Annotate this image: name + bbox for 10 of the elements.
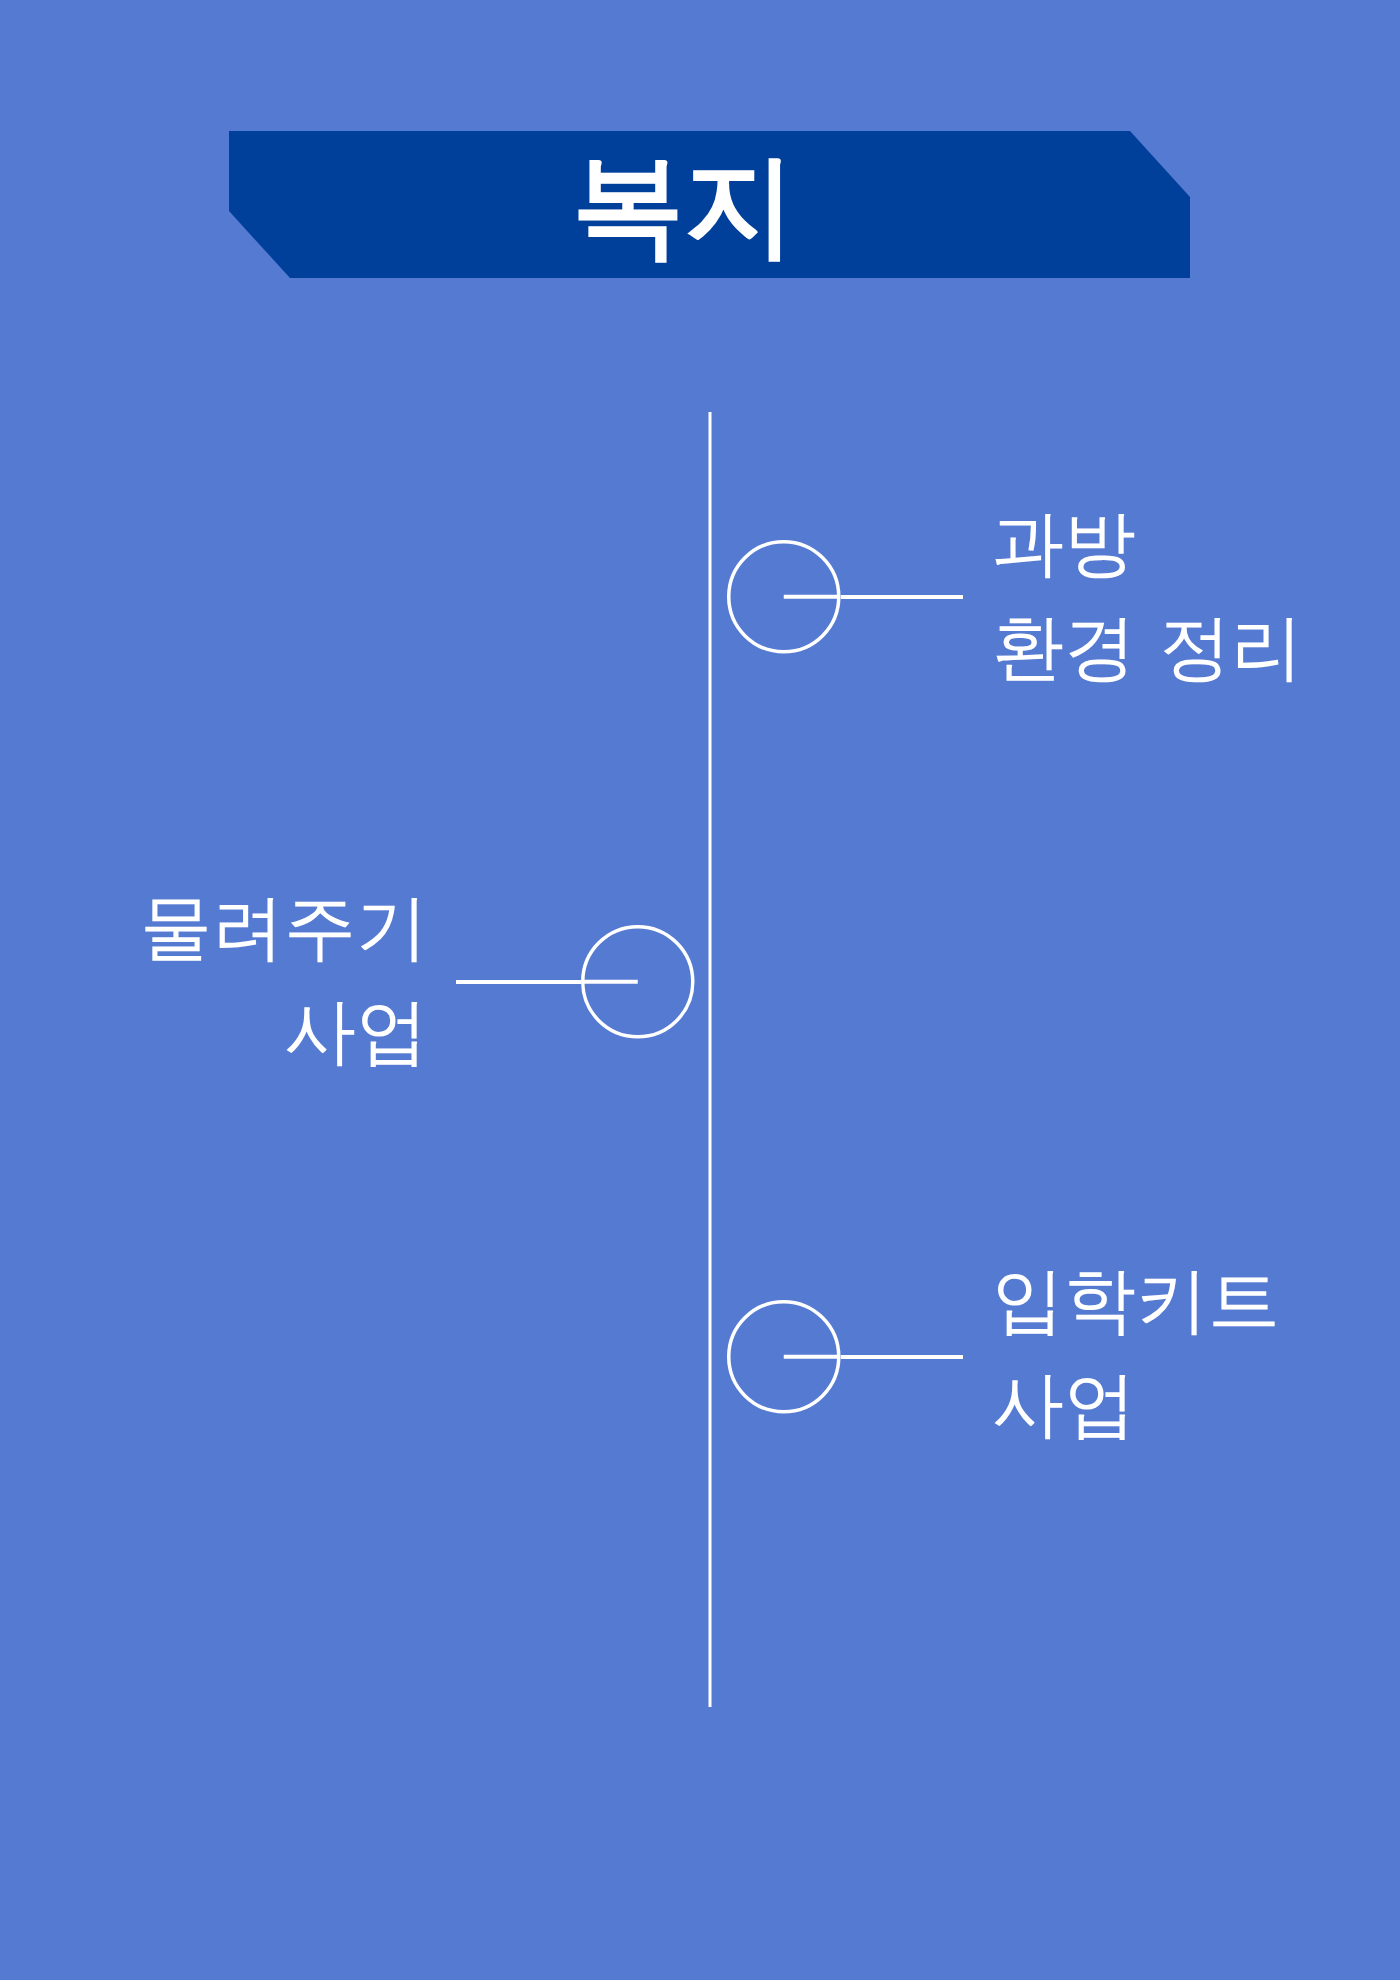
timeline-label: 과방 환경 정리 — [992, 491, 1303, 699]
circle-marker-icon — [727, 1300, 841, 1414]
leader-line — [456, 980, 582, 984]
leader-line — [840, 595, 963, 599]
circle-marker-icon — [581, 925, 695, 1039]
circle-marker-icon — [727, 540, 841, 654]
title-text: 복지 — [572, 140, 796, 270]
timeline-label: 입학키트 사업 — [992, 1248, 1280, 1456]
leader-line — [840, 1355, 963, 1359]
timeline-label: 물려주기 사업 — [140, 875, 428, 1083]
